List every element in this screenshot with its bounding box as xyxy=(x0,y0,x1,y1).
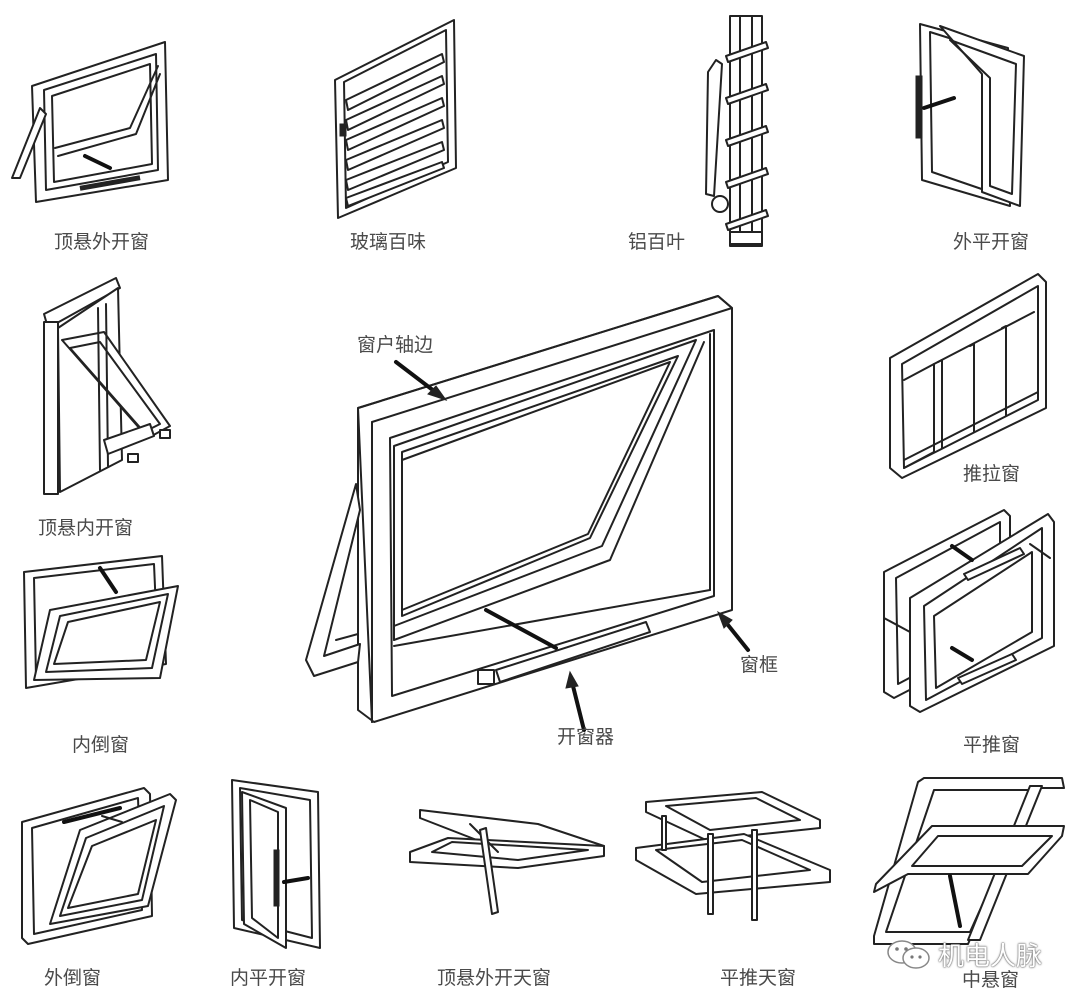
window-parallel-push xyxy=(880,508,1060,713)
label-parallel-push-skylight: 平推天窗 xyxy=(720,967,797,989)
top-hung-inward-drawing xyxy=(43,277,171,495)
label-sliding: 推拉窗 xyxy=(963,463,1021,485)
label-aluminum-louver: 铝百叶 xyxy=(628,231,686,253)
inward-casement-drawing xyxy=(231,779,321,949)
aluminum-louver-drawing xyxy=(705,15,769,247)
top-hung-skylight-drawing xyxy=(409,809,605,915)
wechat-icon xyxy=(887,939,930,969)
sliding-drawing xyxy=(889,273,1047,479)
watermark: 机电人脉 xyxy=(886,936,1042,973)
window-outward-tilt xyxy=(20,784,180,949)
window-center-pivot xyxy=(872,776,1065,946)
callout-hinge-edge: 窗户轴边 xyxy=(357,334,434,356)
label-center-pivot: 中悬窗 xyxy=(962,969,1020,991)
label-top-hung-inward: 顶悬内开窗 xyxy=(38,517,134,539)
glass-louver-drawing xyxy=(334,19,457,219)
label-outward-casement: 外平开窗 xyxy=(953,231,1030,253)
label-inward-casement: 内平开窗 xyxy=(230,967,307,989)
outward-tilt-drawing xyxy=(21,787,177,945)
window-inward-casement xyxy=(228,778,328,950)
window-top-hung-skylight xyxy=(408,808,608,918)
parallel-push-drawing xyxy=(883,509,1055,713)
label-glass-louver: 玻璃百味 xyxy=(350,231,427,253)
callout-frame: 窗框 xyxy=(740,654,779,676)
main-window-diagram xyxy=(300,290,760,732)
label-top-hung-outward: 顶悬外开窗 xyxy=(54,231,150,253)
window-aluminum-louver xyxy=(700,14,780,250)
watermark-text: 机电人脉 xyxy=(938,942,1043,972)
label-hopper-inward: 内倒窗 xyxy=(72,734,130,756)
hopper-inward-drawing xyxy=(23,555,179,689)
window-top-hung-outward xyxy=(10,38,180,203)
callout-opener: 开窗器 xyxy=(557,726,615,748)
label-outward-tilt: 外倒窗 xyxy=(44,967,102,989)
window-parallel-push-skylight xyxy=(634,790,834,922)
window-hopper-inward xyxy=(20,552,180,692)
label-parallel-push: 平推窗 xyxy=(963,734,1021,756)
window-outward-casement xyxy=(912,16,1027,211)
main-window-drawing xyxy=(305,295,750,732)
top-hung-outward-drawing xyxy=(11,41,169,203)
center-pivot-drawing xyxy=(873,777,1065,945)
outward-casement-drawing xyxy=(915,23,1025,207)
parallel-push-skylight-drawing xyxy=(635,791,831,921)
window-sliding xyxy=(888,272,1050,479)
label-top-hung-skylight: 顶悬外开天窗 xyxy=(437,967,552,989)
window-glass-louver xyxy=(330,18,460,219)
window-top-hung-inward xyxy=(40,274,171,496)
